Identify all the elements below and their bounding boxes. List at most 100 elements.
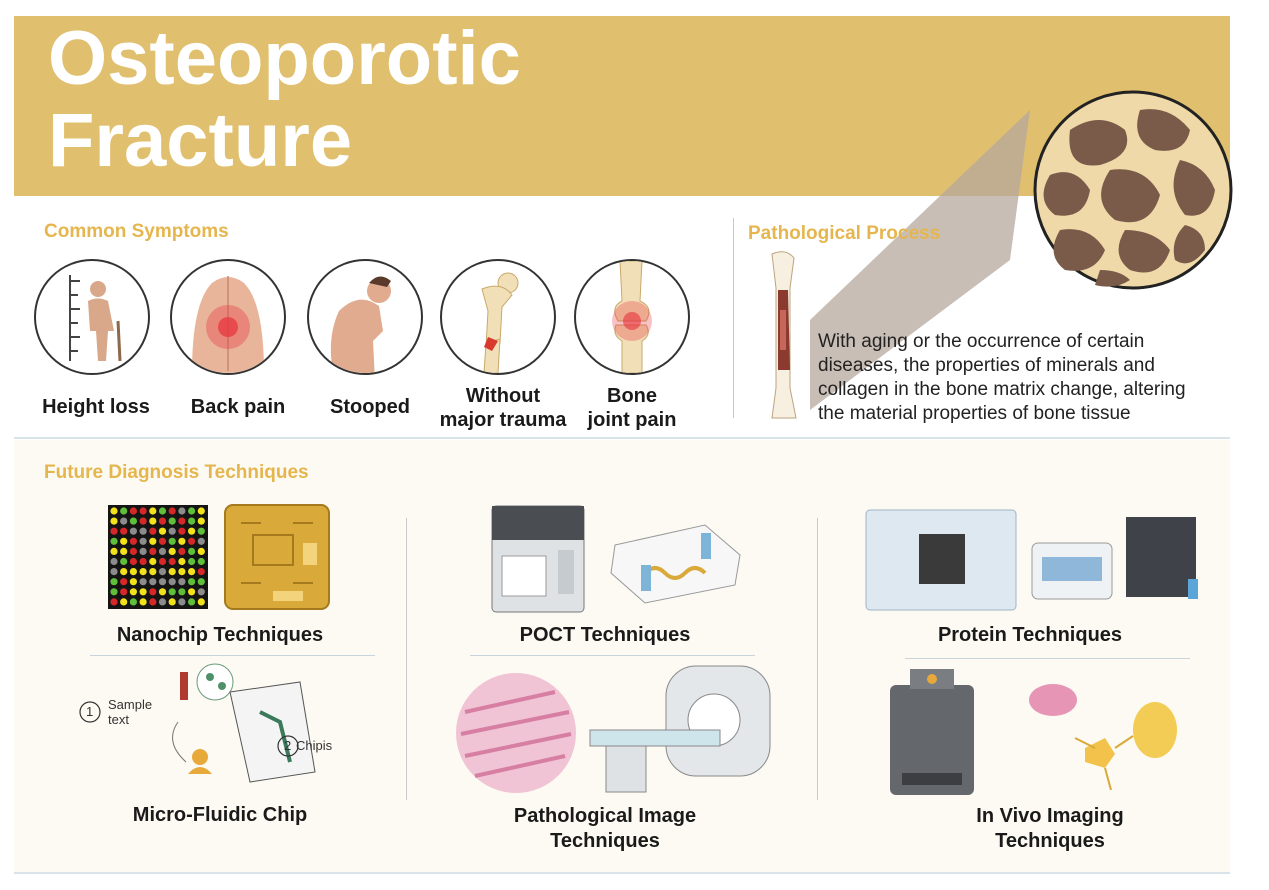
microarray-spot: [120, 557, 128, 566]
microarray-spot: [110, 568, 118, 576]
microarray-spot: [178, 527, 186, 535]
microarray-spot: [168, 578, 176, 586]
symptom-bone-joint-pain: [572, 259, 692, 375]
microfluidic-label: Micro-Fluidic Chip: [132, 804, 308, 826]
microarray-spot: [188, 598, 196, 606]
microarray-spot: [197, 557, 205, 566]
microarray-spot: [178, 588, 186, 596]
microarray-spot: [129, 527, 137, 535]
cell-icons: [1029, 684, 1177, 790]
protein-instrument-icon: [1031, 517, 1198, 600]
microarray-spot: [129, 588, 137, 596]
microarray-spot: [158, 578, 167, 586]
in-vivo-line-1: In Vivo Imaging: [976, 805, 1124, 827]
microarray-spot: [149, 527, 157, 535]
microarray-spot: [120, 578, 128, 586]
microarray-spot: [149, 517, 157, 525]
bone-joint-pain-label: Bone joint pain: [562, 384, 702, 432]
microarray-spot: [110, 547, 118, 555]
poct-cartridge-icon: [610, 524, 741, 604]
microarray-spot: [129, 578, 137, 586]
microarray-spot: [178, 517, 186, 525]
without-trauma-line-1: Without: [465, 385, 541, 407]
microarray-spot: [129, 507, 137, 515]
microarray-spot: [129, 557, 137, 566]
common-symptoms-heading: Common Symptoms: [44, 221, 229, 242]
symptom-stooped: [305, 259, 425, 375]
sample-line-2: text: [108, 712, 129, 727]
microarray-spot: [110, 537, 118, 545]
microarray-spot: [178, 578, 186, 586]
pathological-process-heading: Pathological Process: [748, 223, 941, 244]
microarray-spot: [197, 578, 205, 586]
microarray-spot: [139, 588, 147, 596]
microarray-spot: [178, 557, 186, 566]
microarray-spot: [120, 547, 128, 555]
microarray-spot: [110, 517, 118, 525]
fractured-femur-icon: [440, 259, 556, 375]
protein-divider: [905, 658, 1190, 659]
microarray-spot: [197, 568, 205, 576]
tech-divider-2: [817, 518, 818, 800]
microarray-spot: [139, 517, 147, 525]
microarray-spot: [149, 588, 157, 596]
microarray-spot: [188, 507, 196, 515]
protein-plate-icon: [865, 509, 1017, 611]
microarray-spot: [197, 527, 205, 535]
microarray-spot: [178, 537, 186, 545]
microarray-spot: [197, 588, 205, 596]
future-diagnosis-panel: [14, 440, 1230, 872]
microarray-spot: [129, 537, 137, 545]
microarray-spot: [168, 537, 176, 545]
step-2-label: 2: [284, 738, 292, 753]
microarray-spot: [120, 598, 128, 606]
protein-label: Protein Techniques: [937, 624, 1123, 646]
microarray-spot: [197, 537, 205, 545]
microarray-spot: [188, 527, 196, 535]
microarray-spot: [188, 557, 196, 566]
microarray-spot: [197, 598, 205, 606]
microarray-spot: [139, 568, 147, 576]
microarray-spot: [158, 557, 167, 566]
microarray-spot: [110, 598, 118, 606]
microarray-spot: [120, 537, 128, 545]
microarray-spot: [197, 517, 205, 525]
sample-line-1: Sample: [108, 697, 153, 712]
sample-text-label: Sample text: [108, 697, 152, 727]
in-vivo-imager-icon: [890, 669, 974, 795]
nanochip-icon: [224, 504, 330, 610]
microarray-spot: [158, 598, 167, 606]
knee-joint-icon: [574, 259, 690, 375]
pathological-line-3: collagen in the bone matrix change, alte…: [818, 379, 1186, 400]
microarray-spot: [110, 527, 118, 535]
leg-bone-icon: [771, 251, 797, 419]
nanochip-label: Nanochip Techniques: [116, 624, 324, 646]
title-banner: [14, 16, 1230, 196]
chipis-label: Chipis: [296, 738, 333, 753]
pathological-description: With aging or the occurrence of certain …: [818, 330, 1268, 426]
microarray-spot: [158, 507, 167, 515]
microarray-spot: [139, 578, 147, 586]
microarray-spot: [110, 507, 118, 515]
microarray-spot: [168, 547, 176, 555]
height-loss-icon: [34, 259, 150, 375]
microarray-spot: [158, 588, 167, 596]
microarray-icon: [108, 505, 208, 609]
microarray-spot: [120, 507, 128, 515]
microarray-spot: [178, 568, 186, 576]
microarray-spot: [120, 588, 128, 596]
microarray-spot: [139, 527, 147, 535]
symptom-without-major-trauma: [438, 259, 558, 375]
poct-analyzer-icon: [491, 505, 585, 613]
microarray-spot: [139, 598, 147, 606]
microarray-spot: [139, 507, 147, 515]
in-vivo-label: In Vivo Imaging Techniques: [915, 804, 1185, 854]
title-line-2: Fracture: [48, 98, 353, 183]
pathological-image-label: Pathological Image Techniques: [470, 804, 740, 854]
height-loss-label: Height loss: [42, 396, 150, 418]
microarray-spot: [158, 517, 167, 525]
future-diagnosis-heading: Future Diagnosis Techniques: [44, 462, 309, 483]
microarray-spot: [120, 527, 128, 535]
microarray-spot: [149, 578, 157, 586]
microarray-spot: [197, 547, 205, 555]
